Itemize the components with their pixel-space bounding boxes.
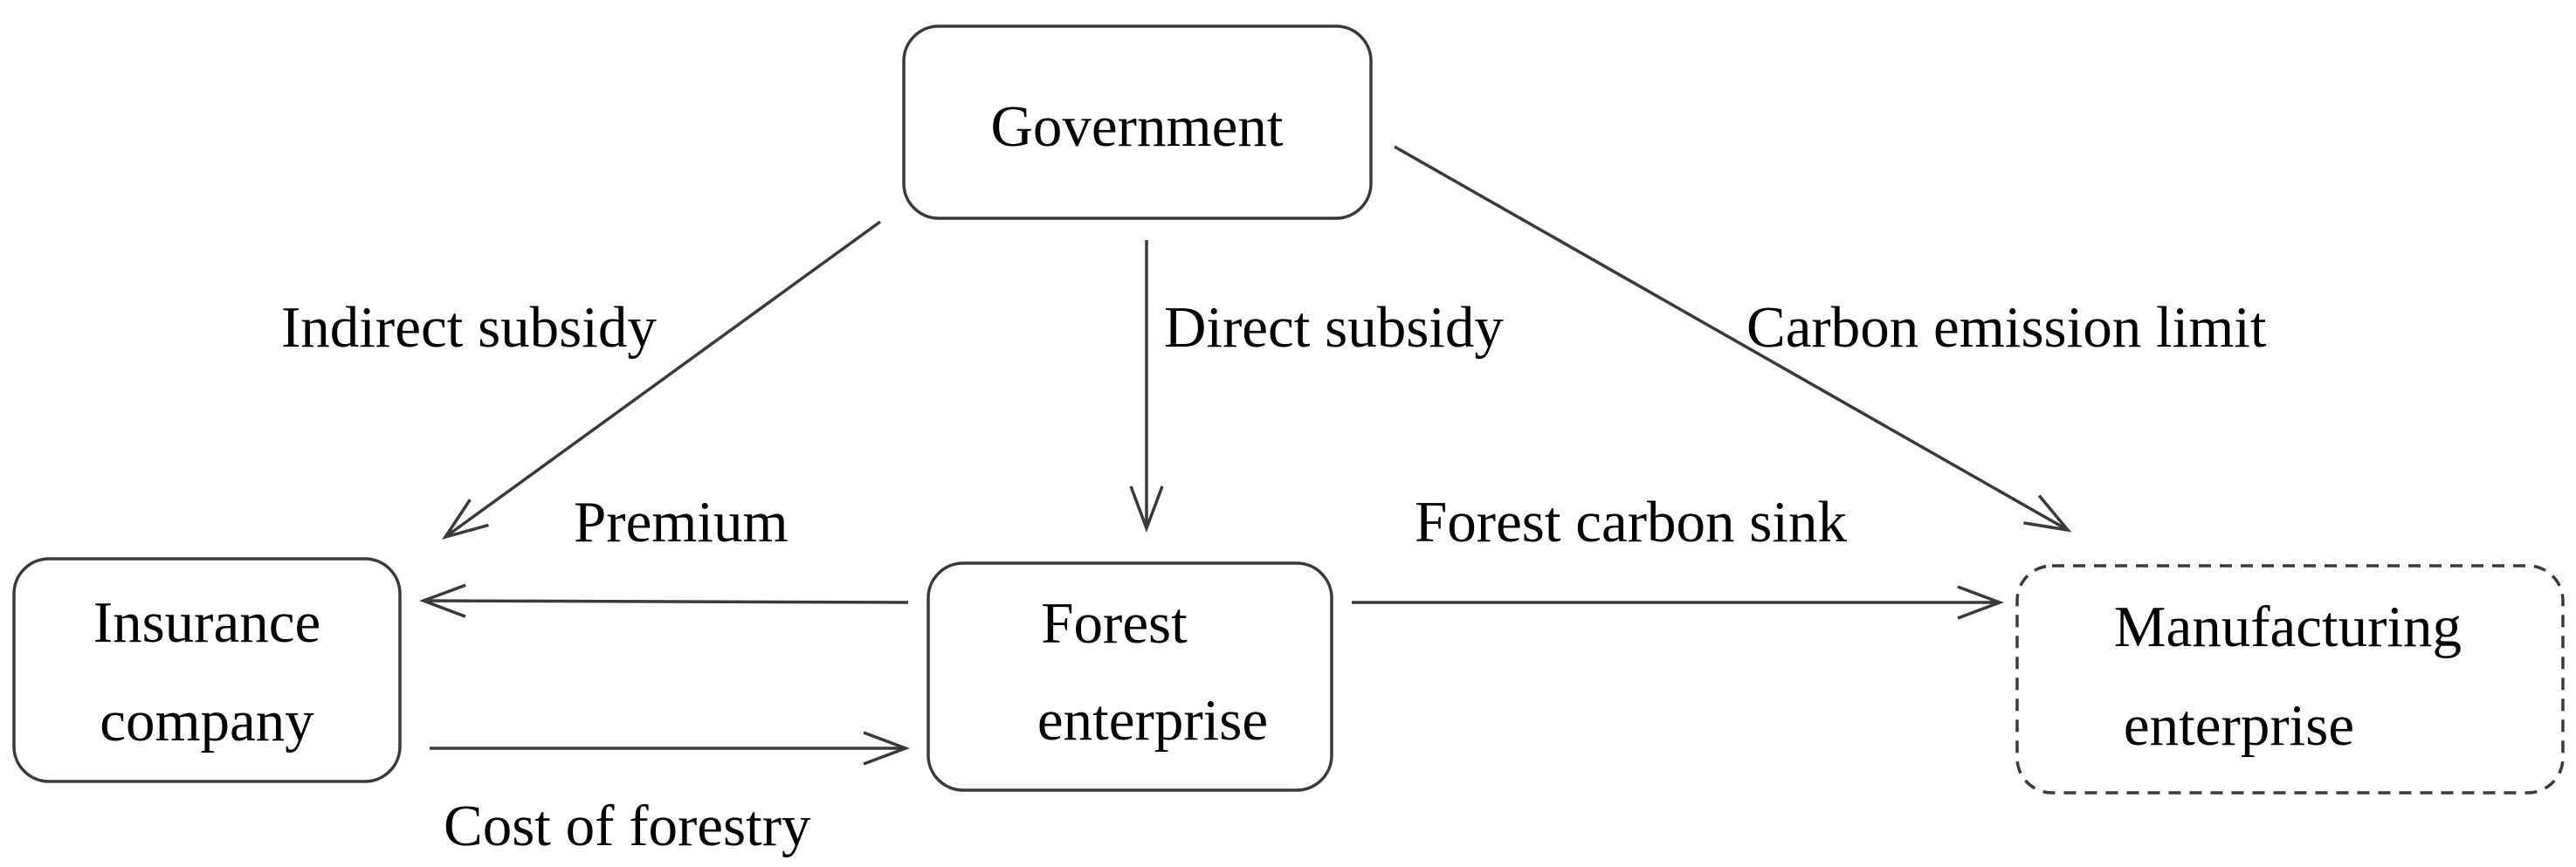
indirect-subsidy-arrow <box>441 220 882 540</box>
manufacturing-enterprise-label-line2: enterprise <box>2124 693 2354 758</box>
insurance-company-label-line2: company <box>100 689 314 753</box>
government-label: Government <box>991 94 1284 159</box>
premium-label: Premium <box>574 490 789 554</box>
insurance-company-node: Insurance company <box>12 557 402 783</box>
government-node: Government <box>902 24 1373 220</box>
insurance-company-box <box>12 557 402 783</box>
insurance-company-label-line1: Insurance <box>93 590 320 655</box>
premium-arrow <box>419 583 909 618</box>
carbon-emission-limit-arrow <box>1394 145 2072 533</box>
manufacturing-enterprise-node: Manufacturing enterprise <box>2015 564 2565 795</box>
forest-enterprise-box <box>926 561 1333 792</box>
carbon-emission-limit-label: Carbon emission limit <box>1746 295 2267 360</box>
forest-enterprise-node: Forest enterprise <box>926 561 1333 792</box>
forest-enterprise-label-line2: enterprise <box>1037 688 1268 753</box>
cost-of-forestry-label: Cost of forestry <box>444 794 811 858</box>
manufacturing-enterprise-label-line1: Manufacturing <box>2114 595 2462 659</box>
manufacturing-enterprise-box <box>2015 564 2565 795</box>
indirect-subsidy-label: Indirect subsidy <box>281 295 657 360</box>
government-box <box>902 24 1373 220</box>
forest-carbon-sink-label: Forest carbon sink <box>1415 490 1847 554</box>
direct-subsidy-label: Direct subsidy <box>1164 295 1504 360</box>
forest-enterprise-label-line1: Forest <box>1041 591 1188 656</box>
